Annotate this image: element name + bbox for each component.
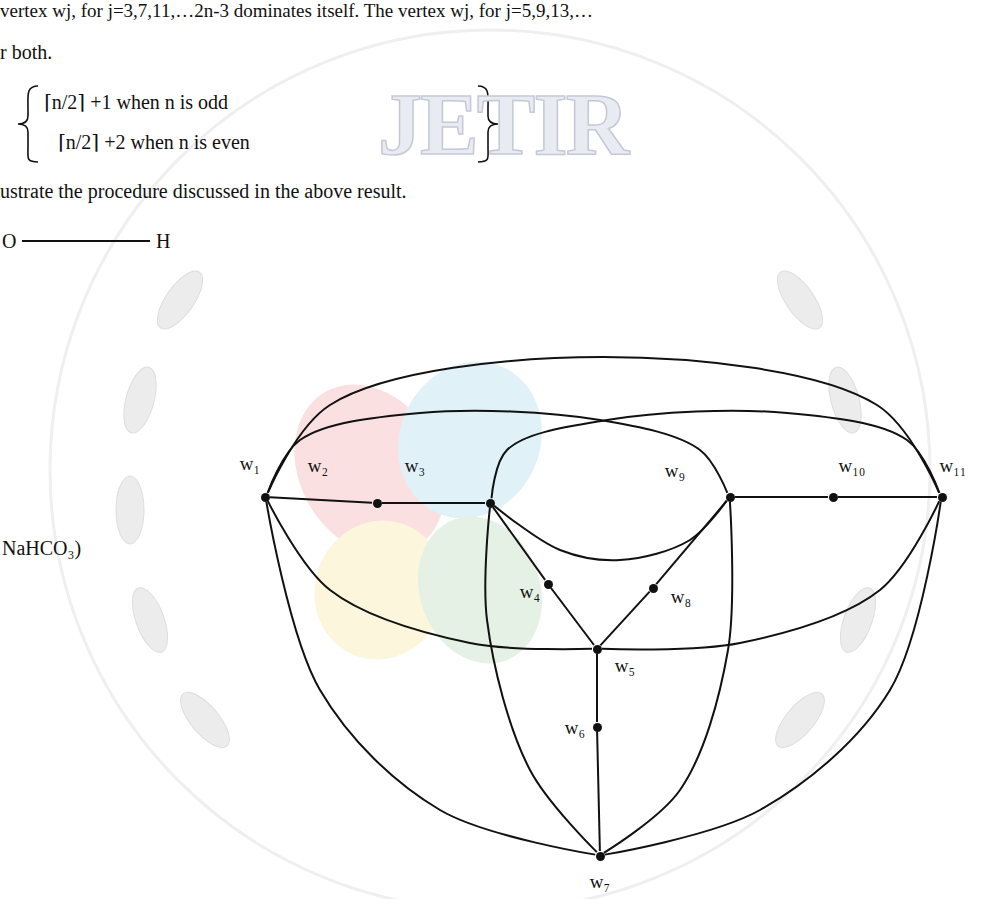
graph-vertex: w₇ xyxy=(596,852,605,861)
petal xyxy=(398,499,562,681)
leaf xyxy=(769,264,831,336)
graph-vertex: w₆ xyxy=(593,723,602,732)
graph-edge xyxy=(735,496,828,498)
vertex-label: w₁₁ xyxy=(940,456,967,475)
formula-line: ⌈n/2⌉ +1 when n is odd xyxy=(44,90,228,114)
graph-vertex: w₁ xyxy=(261,493,270,502)
graph-edge xyxy=(551,588,594,645)
leaf xyxy=(823,364,868,437)
graph-edge xyxy=(604,502,732,853)
atom-symbol: O xyxy=(2,229,16,253)
graph-vertex: w₅ xyxy=(593,645,602,654)
graph-edge xyxy=(270,497,372,502)
body-text: ustrate the procedure discussed in the a… xyxy=(0,179,407,203)
leaf xyxy=(767,685,832,755)
chemical-formula: NaHCO₃) xyxy=(2,536,81,560)
leaf xyxy=(172,685,237,755)
vertex-label: w₂ xyxy=(308,456,328,475)
graph-edge xyxy=(492,411,940,498)
graph-vertex: w₄ xyxy=(544,580,553,589)
left-brace xyxy=(18,86,38,162)
graph-edge xyxy=(838,496,937,498)
graph-edge xyxy=(596,654,598,722)
graph-edge xyxy=(493,507,545,580)
graph-edge xyxy=(602,501,939,649)
vertex-label: w₆ xyxy=(565,718,585,737)
vertex-label: w₃ xyxy=(405,456,425,475)
leaf xyxy=(149,264,211,336)
graph-vertex: w₂ xyxy=(373,499,382,508)
body-text: r both. xyxy=(0,40,52,64)
vertex-label: w₅ xyxy=(615,656,635,675)
leaf xyxy=(118,364,163,437)
formula-line: ⌈n/2⌉ +2 when n is even xyxy=(58,130,250,154)
body-text: vertex wj, for j=3,7,11,…2n-3 dominates … xyxy=(0,0,593,23)
watermark: JETIR xyxy=(378,72,627,178)
vertex-label: w₁ xyxy=(240,454,260,473)
graph-edge xyxy=(605,502,941,855)
graph-edge xyxy=(382,502,485,504)
graph-edge xyxy=(597,732,600,851)
graph-vertex: w₉ xyxy=(726,493,735,502)
petal xyxy=(373,338,568,542)
vertex-label: w₄ xyxy=(520,582,540,601)
graph-vertex: w₁₀ xyxy=(829,493,838,502)
graph-vertex: w₁₁ xyxy=(938,493,947,502)
vertex-label: w₁₀ xyxy=(839,456,866,475)
graph-edge xyxy=(600,592,649,646)
graph-edge xyxy=(266,502,595,855)
vertex-label: w₈ xyxy=(671,587,691,606)
graph-vertex: w₃ xyxy=(486,499,495,508)
graph-edge xyxy=(268,357,939,493)
vertex-label: w₇ xyxy=(590,872,610,891)
graph-edge xyxy=(268,411,728,493)
watermark-ring xyxy=(50,30,930,899)
graph-vertex: w₈ xyxy=(649,584,658,593)
leaf xyxy=(116,476,144,544)
graph-edge xyxy=(485,508,597,852)
atom-symbol: H xyxy=(156,229,170,253)
vertex-label: w₉ xyxy=(665,461,685,480)
leaf xyxy=(125,583,175,656)
graph-edge xyxy=(268,501,592,649)
graph-edge xyxy=(494,501,726,561)
bond-line xyxy=(22,240,150,242)
